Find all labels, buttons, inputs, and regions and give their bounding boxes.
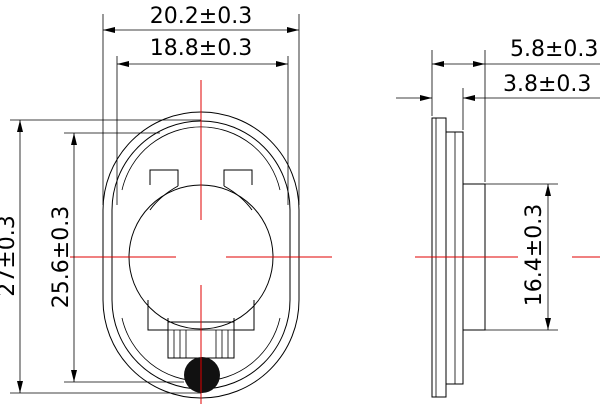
dim-height-outer: 27±0.3: [0, 119, 201, 394]
dim-width-outer-label: 20.2±0.3: [150, 4, 252, 29]
dim-width-inner: 18.8±0.3: [116, 36, 289, 205]
side-frame-plate: [431, 117, 447, 398]
dim-depth-total-label: 5.8±0.3: [510, 37, 598, 62]
dim-magnet-dia: 16.4±0.3: [485, 183, 558, 331]
dim-depth-total: 5.8±0.3: [431, 37, 600, 182]
front-view: [70, 80, 332, 404]
solder-point: [184, 357, 220, 393]
dim-width-inner-label: 18.8±0.3: [150, 36, 252, 61]
dim-magnet-dia-label: 16.4±0.3: [522, 204, 547, 306]
dim-width-outer: 20.2±0.3: [102, 4, 300, 205]
dim-height-inner: 25.6±0.3: [49, 132, 184, 383]
bracket-left: [149, 169, 179, 211]
dim-height-outer-label: 27±0.3: [0, 215, 20, 296]
dim-height-inner-label: 25.6±0.3: [49, 206, 74, 308]
side-view: [415, 117, 600, 398]
side-body: [446, 131, 464, 385]
dim-depth-body: 3.8±0.3: [396, 72, 600, 130]
bracket-right: [223, 169, 253, 211]
dim-depth-body-label: 3.8±0.3: [503, 72, 591, 97]
outer-frame: [102, 111, 300, 399]
